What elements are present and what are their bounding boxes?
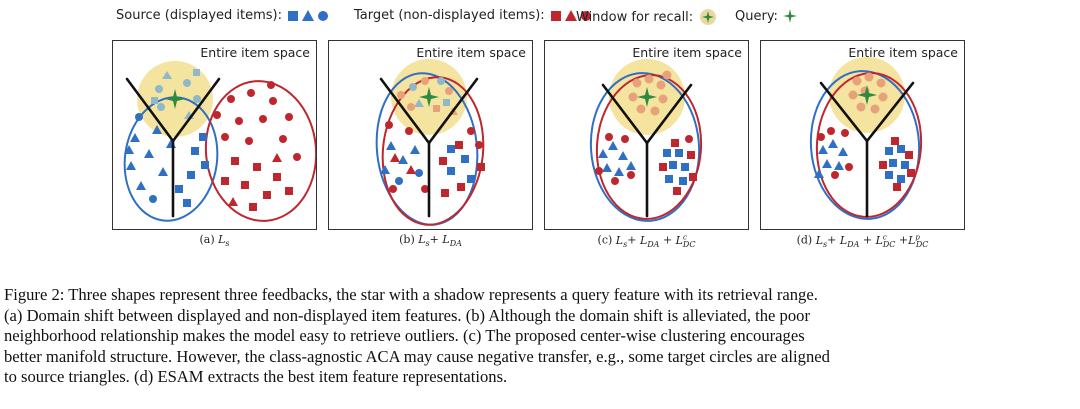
caption-line-3: neighborhood relationship makes the mode… xyxy=(4,326,805,345)
caption-line-4: better manifold structure. However, the … xyxy=(4,346,830,366)
panel-d-caption: (d) Ls+ LDA + LcDC +LpDC xyxy=(796,233,929,249)
panel-c-scene xyxy=(589,59,703,222)
source-shapes-icon xyxy=(288,9,328,21)
panels-row: Entire item space xyxy=(0,40,1080,255)
target-shapes-icon xyxy=(550,9,591,21)
figure-legend: Source (displayed items): Target (non-di… xyxy=(0,8,1080,32)
legend-window-label: Window for recall: xyxy=(576,9,694,25)
caption-line-1: Figure 2: Three shapes represent three f… xyxy=(4,285,818,304)
panel-b-scene xyxy=(375,59,485,226)
panel-d-scene xyxy=(809,57,923,220)
panel-a-title: Entire item space xyxy=(200,45,310,60)
panel-a-caption: (a) Ls xyxy=(199,233,230,249)
panel-d: Entire item space xyxy=(760,40,965,230)
legend-source: Source (displayed items): xyxy=(116,8,332,23)
panel-c: Entire item space xyxy=(544,40,749,230)
panel-c-caption: (c) Ls+ LDA + LcDC xyxy=(597,233,696,249)
query-star-icon xyxy=(782,9,797,23)
legend-query: Query: xyxy=(735,8,798,24)
figure-caption: Figure 2: Three shapes represent three f… xyxy=(4,285,1076,388)
legend-query-label: Query: xyxy=(735,8,778,24)
caption-line-5: to source triangles. (d) ESAM extracts t… xyxy=(4,367,508,386)
window-recall-icon xyxy=(700,9,717,25)
caption-line-2: (a) Domain shift between displayed and n… xyxy=(4,305,810,325)
panel-b-title: Entire item space xyxy=(416,45,526,60)
panel-b: Entire item space xyxy=(328,40,533,230)
panel-a: Entire item space xyxy=(112,40,317,230)
legend-source-label: Source (displayed items): xyxy=(116,8,282,23)
panel-a-scene xyxy=(123,61,316,222)
panel-d-title: Entire item space xyxy=(848,45,958,60)
panel-b-caption: (b) Ls+ LDA xyxy=(399,233,462,249)
legend-window: Window for recall: xyxy=(576,8,719,26)
legend-target: Target (non-displayed items): xyxy=(354,8,595,23)
panel-c-title: Entire item space xyxy=(632,45,742,60)
legend-target-label: Target (non-displayed items): xyxy=(354,8,545,23)
